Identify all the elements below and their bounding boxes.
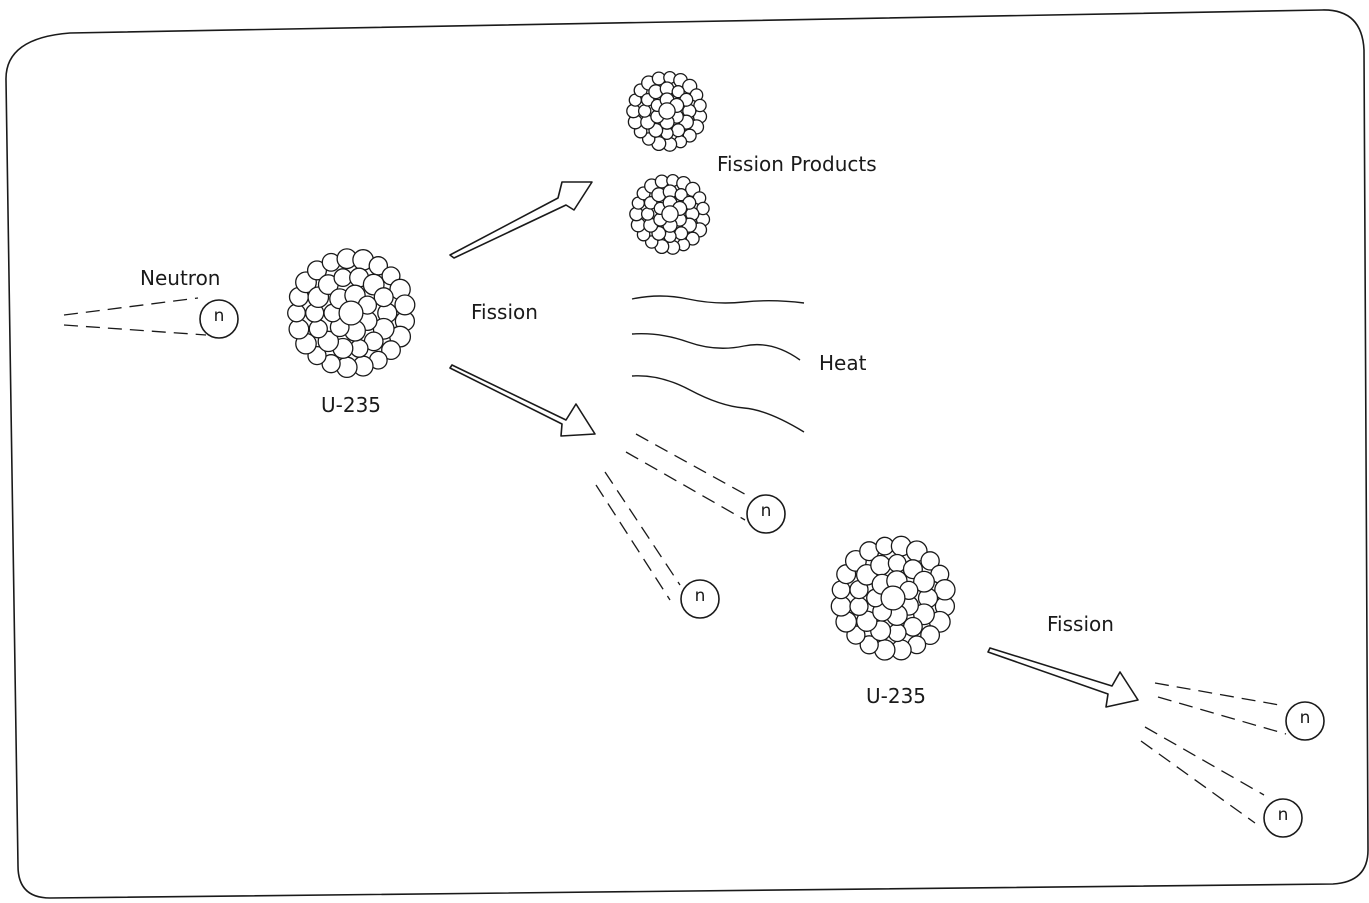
u235-nucleus-primary [288,249,415,377]
arrow-secondary-fission [988,648,1138,707]
nucleon-sphere [639,105,651,117]
arrow-to-neutrons [450,365,595,436]
neutron-label: Neutron [140,268,220,288]
nucleon-sphere [881,586,905,610]
fission-product-nucleus-top [627,72,707,152]
nucleon-sphere [662,206,678,222]
neutron-symbol-incoming: n [199,308,239,325]
neutron-symbol-emitted-1: n [746,503,786,520]
neutron-symbol-secondary-1: n [1285,710,1325,727]
nucleon-sphere [850,597,868,615]
nucleon-sphere [339,301,363,325]
heat-waves [632,296,804,432]
nucleon-sphere [374,288,393,307]
nucleon-sphere [288,304,306,322]
arrow-to-fission-products [450,182,592,258]
nucleon-sphere [659,103,675,119]
u235-nucleus-secondary [831,536,955,660]
fission-products-label: Fission Products [717,154,877,174]
secondary-neutron-trails [1141,683,1286,823]
neutron-symbol-emitted-2: n [680,588,720,605]
neutron-circles [200,300,1324,837]
nucleon-sphere [642,208,654,220]
fission-product-nucleus-bottom [630,175,710,255]
nucleon-sphere [831,596,851,616]
nucleon-sphere [871,556,891,576]
nucleon-sphere [309,320,327,338]
nucleon-sphere [289,319,309,339]
incoming-neutron-trail [64,298,206,335]
fission-label-primary: Fission [471,302,538,322]
frame-border [6,10,1368,898]
emitted-neutron-trails [596,434,750,600]
fission-label-secondary: Fission [1047,614,1114,634]
neutron-symbol-secondary-2: n [1263,807,1303,824]
nucleon-sphere [888,624,906,642]
u235-label-secondary: U-235 [866,686,926,706]
u235-label-primary: U-235 [321,395,381,415]
nucleon-sphere [395,295,415,315]
heat-label: Heat [819,353,866,373]
